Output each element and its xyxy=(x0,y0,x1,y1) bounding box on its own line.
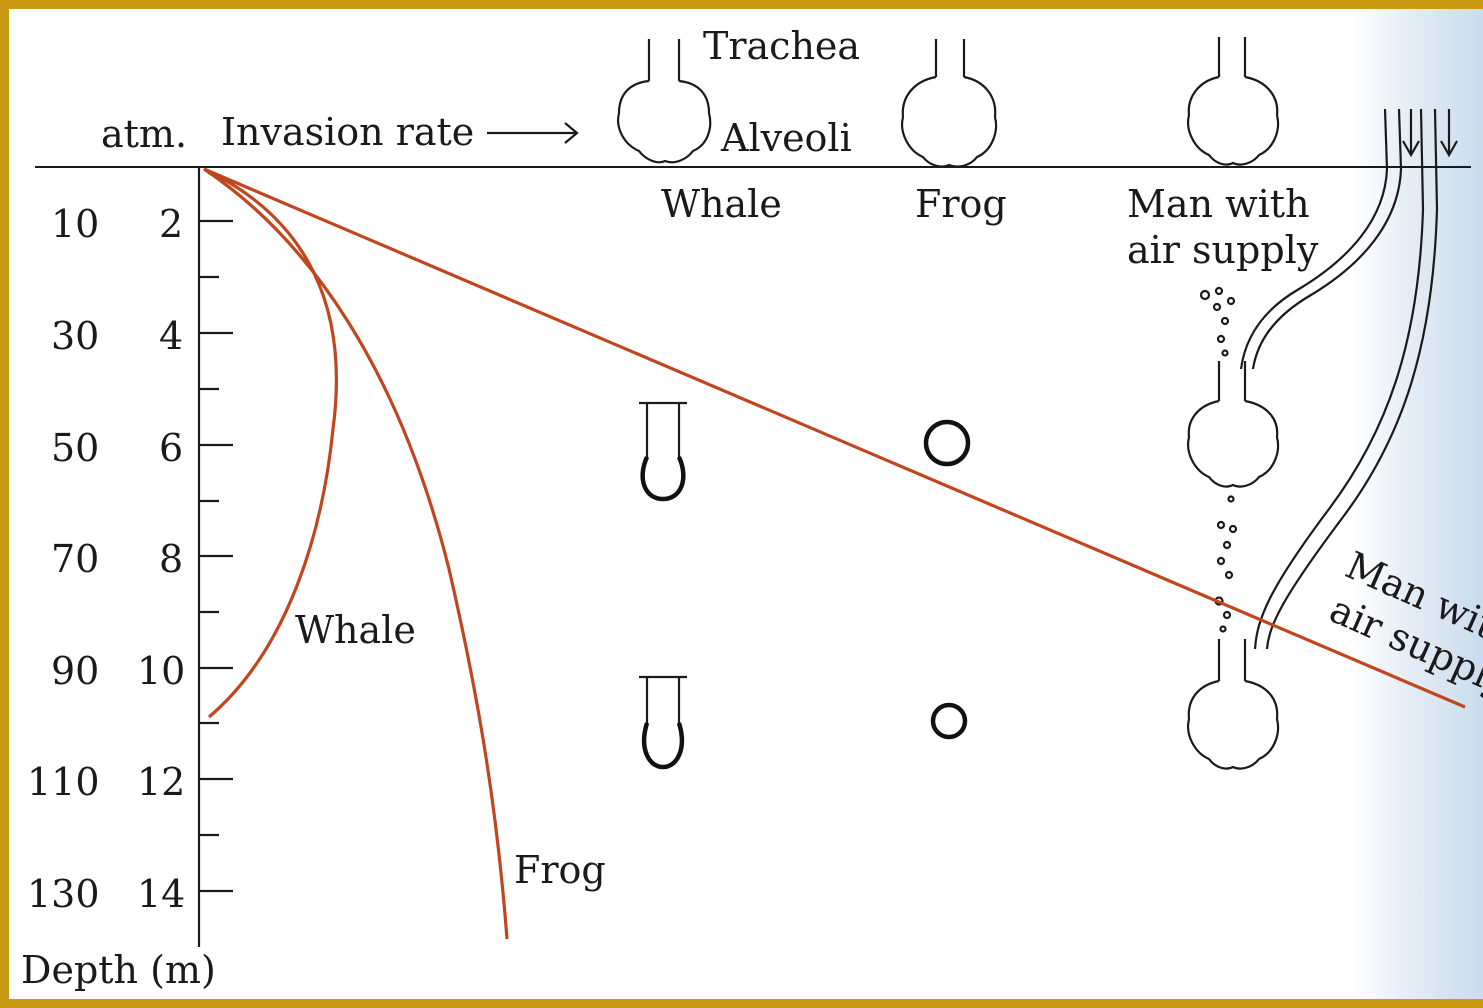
diving-lung-diagram: atm. Invasion rate Trachea Alveoli Whale… xyxy=(21,24,1483,992)
man-column-label-line1: Man with xyxy=(1127,182,1310,226)
page-edge-shadow xyxy=(1353,9,1483,999)
trachea-label: Trachea xyxy=(703,24,860,68)
air-supply-hose-icon xyxy=(1239,108,1458,650)
depth-axis xyxy=(197,167,233,947)
depth-tick-label: 30 xyxy=(51,314,99,358)
man-column-label-line2: air supply xyxy=(1127,228,1319,272)
atm-tick-label: 14 xyxy=(137,872,185,916)
man-surface-lung-icon xyxy=(1187,37,1280,166)
whale-deep-lung-icon xyxy=(639,675,687,770)
atm-label: atm. xyxy=(101,112,187,156)
arrow-right-icon xyxy=(487,122,579,144)
depth-tick-label: 130 xyxy=(27,872,100,916)
atm-tick-label: 10 xyxy=(137,649,185,693)
atm-tick-label: 8 xyxy=(159,537,183,581)
atm-tick-label: 6 xyxy=(159,426,183,470)
depth-tick-label: 10 xyxy=(51,202,99,246)
frog-curve xyxy=(203,167,509,940)
depth-tick-label: 90 xyxy=(51,649,99,693)
depth-axis-label: Depth (m) xyxy=(21,948,216,992)
man-curve xyxy=(203,167,1466,709)
whale-curve-label: Whale xyxy=(295,608,416,652)
frog-column-label: Frog xyxy=(915,182,1007,226)
atm-tick-label: 2 xyxy=(159,202,183,246)
whale-column-label: Whale xyxy=(661,182,782,226)
atm-tick-label: 12 xyxy=(137,760,185,804)
whale-surface-lung-icon xyxy=(617,39,712,164)
depth-tick-label: 110 xyxy=(27,760,100,804)
man-mid-lung-icon xyxy=(1187,361,1280,488)
man-deep-lung-icon xyxy=(1187,639,1280,770)
invasion-rate-label: Invasion rate xyxy=(221,110,474,154)
depth-tick-label: 70 xyxy=(51,537,99,581)
whale-mid-lung-icon xyxy=(639,401,687,502)
alveoli-label: Alveoli xyxy=(720,116,852,160)
frog-mid-lung-icon xyxy=(923,419,971,467)
depth-tick-label: 50 xyxy=(51,426,99,470)
bubbles-icon xyxy=(1199,286,1238,633)
whale-curve xyxy=(203,167,338,719)
frog-deep-lung-icon xyxy=(930,702,968,740)
atm-tick-label: 4 xyxy=(159,314,183,358)
diagram-frame: atm. Invasion rate Trachea Alveoli Whale… xyxy=(9,9,1483,999)
frog-surface-lung-icon xyxy=(901,39,998,168)
frog-curve-label: Frog xyxy=(514,848,606,892)
